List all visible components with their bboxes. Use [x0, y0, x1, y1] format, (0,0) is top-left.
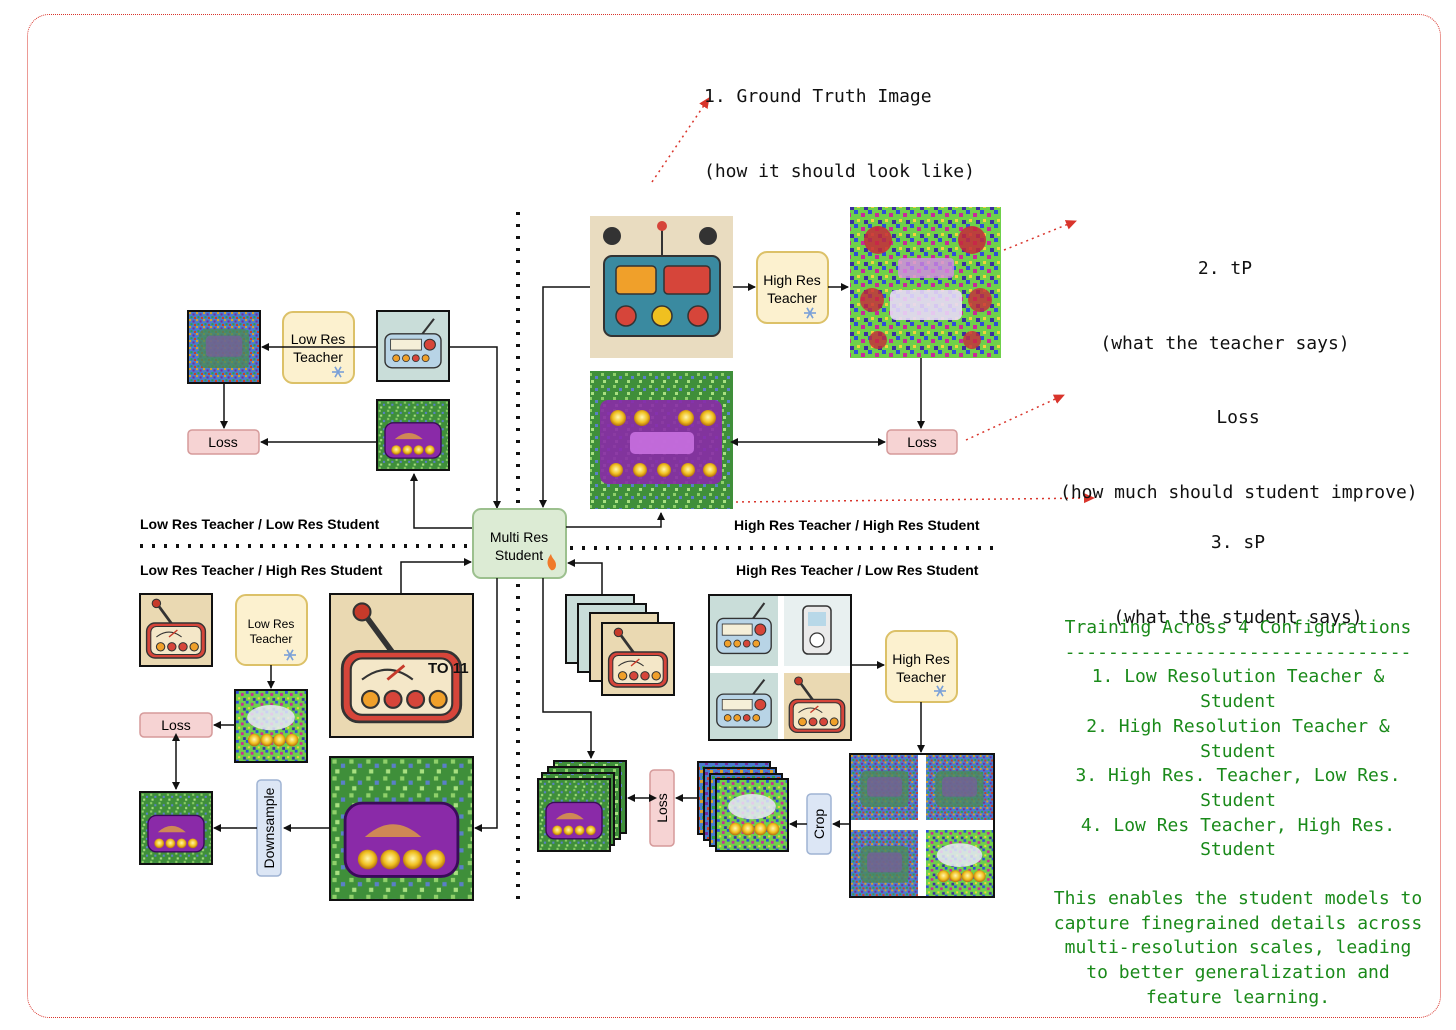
config-item-3-line-2: Student [1200, 789, 1276, 811]
student-prediction-image [590, 371, 733, 509]
lh-loss-box: Loss [139, 712, 213, 738]
config-description-line-2: capture finegrained details across [1053, 912, 1423, 934]
annotation-sp-desc: (what the student says) [1113, 607, 1363, 628]
lh-downsampled-output-image [139, 791, 213, 865]
hh-loss-box: Loss [886, 429, 958, 455]
lh-student-output-image [329, 756, 474, 901]
teacher-prediction-image [850, 207, 1001, 358]
crop-box: Crop [806, 793, 832, 855]
arrow [400, 558, 472, 594]
arrow [566, 512, 665, 528]
annotation-sp: 3. sP (what the student says) [1060, 480, 1416, 655]
config-description-line-1: This enables the student models to [1053, 888, 1423, 910]
annotation-tp-title: 2. tP [1197, 258, 1253, 279]
annotation-ground-truth-title: 1. Ground Truth Image [704, 86, 932, 107]
annotation-arrow-sp [735, 493, 1095, 504]
student-label-1: Multi Res [490, 529, 548, 545]
config-item-2-line-2: Student [1200, 740, 1276, 762]
section-label-ll: Low Res Teacher / Low Res Student [140, 516, 380, 532]
arrow [539, 286, 590, 508]
hl-teacher-label-1: High Res [892, 651, 950, 667]
annotation-ground-truth-desc: (how it should look like) [704, 161, 975, 182]
hl-loss-box: Loss [649, 769, 675, 847]
hh-loss-label: Loss [907, 434, 937, 450]
lh-high-res-input-image: TO 11 [329, 593, 474, 738]
hl-high-res-teacher-box: High Res Teacher [885, 630, 958, 703]
configurations-panel: Training Across 4 Configurations -------… [1048, 616, 1428, 1011]
config-item-1-line-2: Student [1200, 691, 1276, 713]
ll-teacher-label-2: Teacher [293, 349, 343, 365]
hl-high-res-input-grid [708, 594, 852, 741]
ground-truth-image [590, 216, 733, 358]
config-description-line-3: multi-resolution scales, leading [1064, 937, 1412, 959]
arrow [410, 473, 473, 529]
annotation-loss: Loss (how much should student improve) [1060, 355, 1418, 530]
section-label-hh: High Res Teacher / High Res Student [734, 517, 980, 533]
annotation-tp-desc: (what the teacher says) [1100, 333, 1350, 354]
student-label-2: Student [495, 547, 543, 563]
hl-teacher-label-2: Teacher [896, 669, 946, 685]
annotation-arrow-tp [1003, 220, 1077, 251]
annotation-loss-title: Loss [1216, 407, 1260, 428]
hl-loss-label: Loss [654, 793, 670, 823]
ll-student-output-image [376, 399, 450, 471]
config-item-2-line-1: 2. High Resolution Teacher & [1086, 715, 1390, 737]
arrow [542, 578, 595, 759]
crop-label: Crop [811, 809, 827, 840]
configurations-title: Training Across 4 Configurations [1064, 617, 1412, 638]
ll-input-image [376, 310, 450, 382]
radio-dial-text: TO 11 [428, 660, 469, 677]
config-item-4-line-2: Student [1200, 839, 1276, 861]
hh-high-res-teacher-box: High Res Teacher [756, 251, 829, 324]
lh-loss-label: Loss [161, 717, 191, 733]
annotation-arrow-loss [965, 394, 1065, 441]
annotation-loss-desc: (how much should student improve) [1060, 482, 1418, 503]
lh-teacher-label-1: Low Res [248, 617, 295, 631]
ll-teacher-label-1: Low Res [291, 331, 345, 347]
annotation-tp: 2. tP (what the teacher says) [1060, 206, 1390, 381]
downsample-box: Downsample [256, 779, 282, 877]
downsample-label: Downsample [261, 787, 277, 868]
arrow [474, 578, 498, 832]
hh-teacher-label-2: Teacher [767, 290, 817, 306]
config-description-line-4: to better generalization and [1086, 962, 1390, 984]
config-item-1-line-1: 1. Low Resolution Teacher & [1091, 666, 1385, 688]
ll-loss-box: Loss [187, 429, 260, 455]
ll-teacher-output-image [187, 310, 261, 384]
annotation-sp-title: 3. sP [1210, 532, 1266, 553]
arrow [449, 346, 501, 509]
arrow [567, 559, 603, 595]
section-label-hl: High Res Teacher / Low Res Student [736, 562, 979, 578]
lh-teacher-label-2: Teacher [250, 632, 293, 646]
ll-loss-label: Loss [208, 434, 238, 450]
hh-teacher-label-1: High Res [763, 272, 821, 288]
annotation-ground-truth: 1. Ground Truth Image (how it should loo… [704, 34, 975, 209]
config-item-4-line-1: 4. Low Res Teacher, High Res. [1080, 814, 1396, 836]
hl-teacher-crops-stack [697, 761, 789, 852]
outer-frame [27, 14, 1441, 1018]
lh-low-res-teacher-box: Low Res Teacher [235, 594, 308, 666]
lh-teacher-output-image [234, 689, 308, 763]
multi-res-student-box: Multi Res Student [472, 508, 567, 579]
annotation-arrow-ground-truth [651, 97, 710, 183]
section-label-lh: Low Res Teacher / High Res Student [140, 562, 383, 578]
config-description-line-5: feature learning. [1145, 986, 1331, 1008]
hl-teacher-output-grid [849, 753, 995, 898]
hl-crop-stack [565, 594, 675, 696]
config-item-3-line-1: 3. High Res. Teacher, Low Res. [1075, 765, 1401, 787]
configurations-rule: -------------------------------- [1064, 641, 1412, 663]
flame-icon [547, 554, 556, 571]
hl-student-crops-stack [537, 760, 627, 852]
lh-low-res-input-image [139, 593, 213, 667]
